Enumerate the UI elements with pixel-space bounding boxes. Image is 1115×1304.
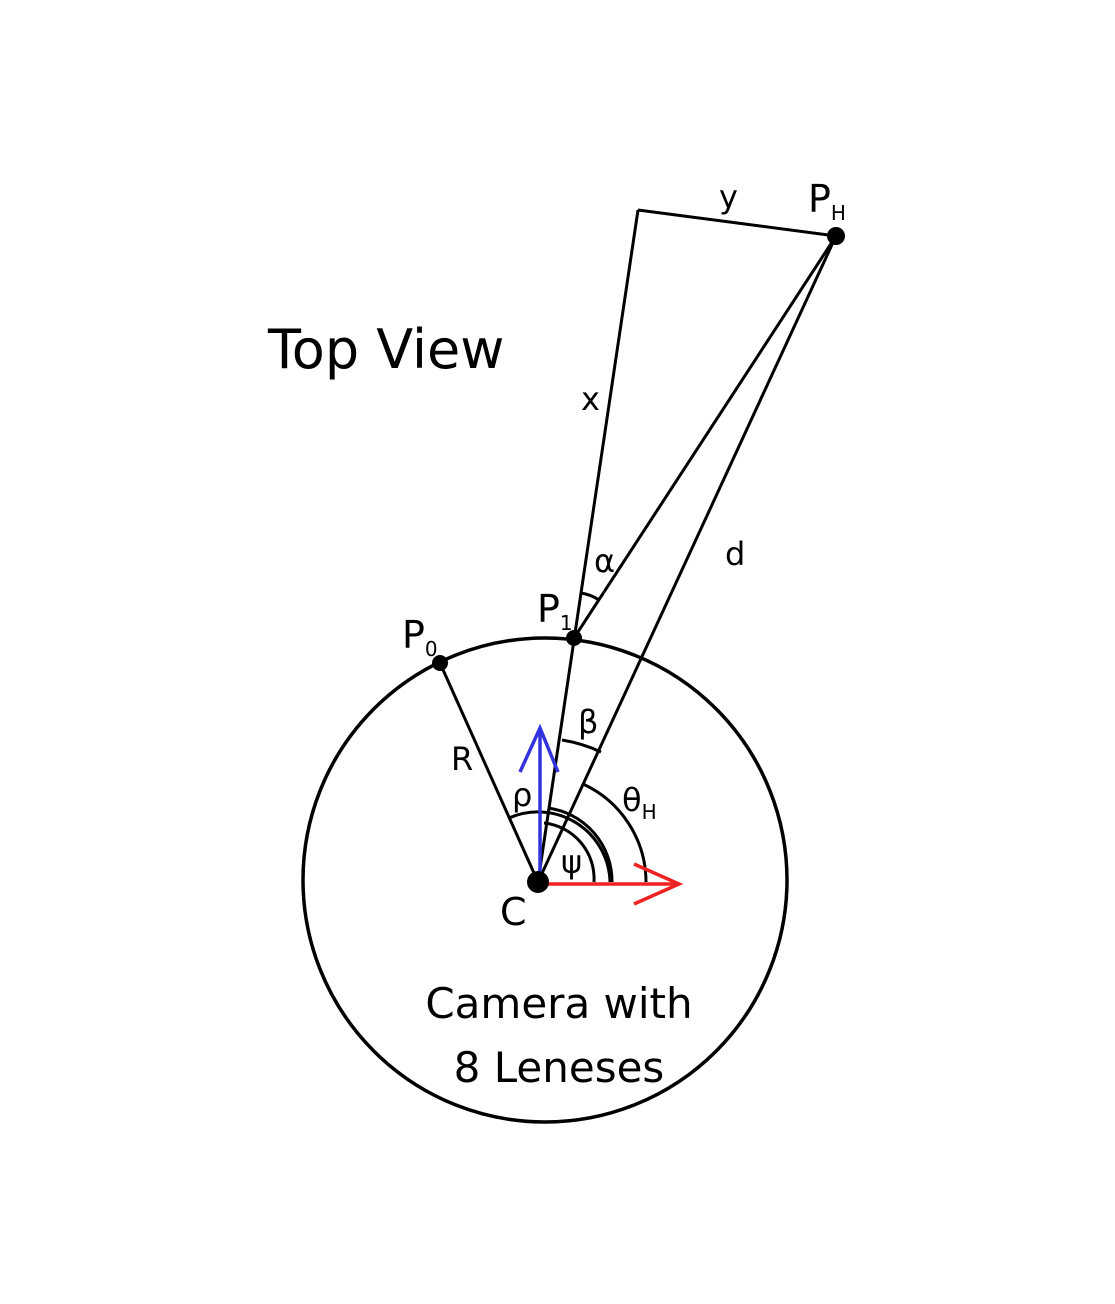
arc-alpha: [580, 591, 600, 602]
label-c: C: [500, 890, 527, 934]
line-c-p0: [438, 662, 540, 883]
label-p1: P1: [537, 587, 573, 635]
label-ph: PH: [808, 177, 846, 225]
label-p1-sub: 1: [560, 611, 573, 635]
diagram-title: Top View: [267, 318, 504, 381]
camera-circle: [301, 636, 789, 1124]
label-psi: ψ: [561, 843, 582, 881]
label-rho: ρ: [512, 776, 532, 814]
forward-axis-arrowhead: [518, 723, 560, 773]
label-x: x: [581, 380, 600, 418]
arc-psi-outer: [547, 806, 614, 883]
label-alpha: α: [594, 542, 615, 580]
point-ph: [827, 227, 845, 245]
point-c: [527, 871, 549, 893]
label-y: y: [719, 178, 738, 216]
line-c-ph: [536, 235, 838, 883]
label-ph-main: P: [808, 177, 831, 221]
line-p1-ph: [572, 235, 838, 639]
line-x-corner-ph: [637, 208, 837, 238]
arc-rho: [508, 810, 612, 883]
arc-beta: [561, 738, 602, 754]
label-p0-main: P: [402, 613, 425, 657]
label-theta-sub: H: [642, 800, 657, 824]
label-p0-sub: 0: [425, 637, 438, 661]
label-p1-main: P: [537, 587, 560, 631]
label-p0: P0: [402, 613, 438, 661]
caption-line-2: 8 Leneses: [454, 1043, 665, 1092]
caption-line-1: Camera with: [425, 979, 692, 1028]
line-c-x-corner: [536, 209, 640, 883]
point-p1: [566, 630, 582, 646]
right-axis-arrowhead: [633, 862, 684, 906]
label-d: d: [725, 535, 745, 573]
label-theta-h: θH: [622, 781, 657, 824]
label-r: R: [451, 740, 473, 778]
arc-psi-inner: [543, 821, 596, 883]
label-beta: β: [578, 703, 598, 741]
label-theta-main: θ: [622, 781, 642, 819]
label-ph-sub: H: [831, 201, 846, 225]
point-p0: [432, 655, 448, 671]
